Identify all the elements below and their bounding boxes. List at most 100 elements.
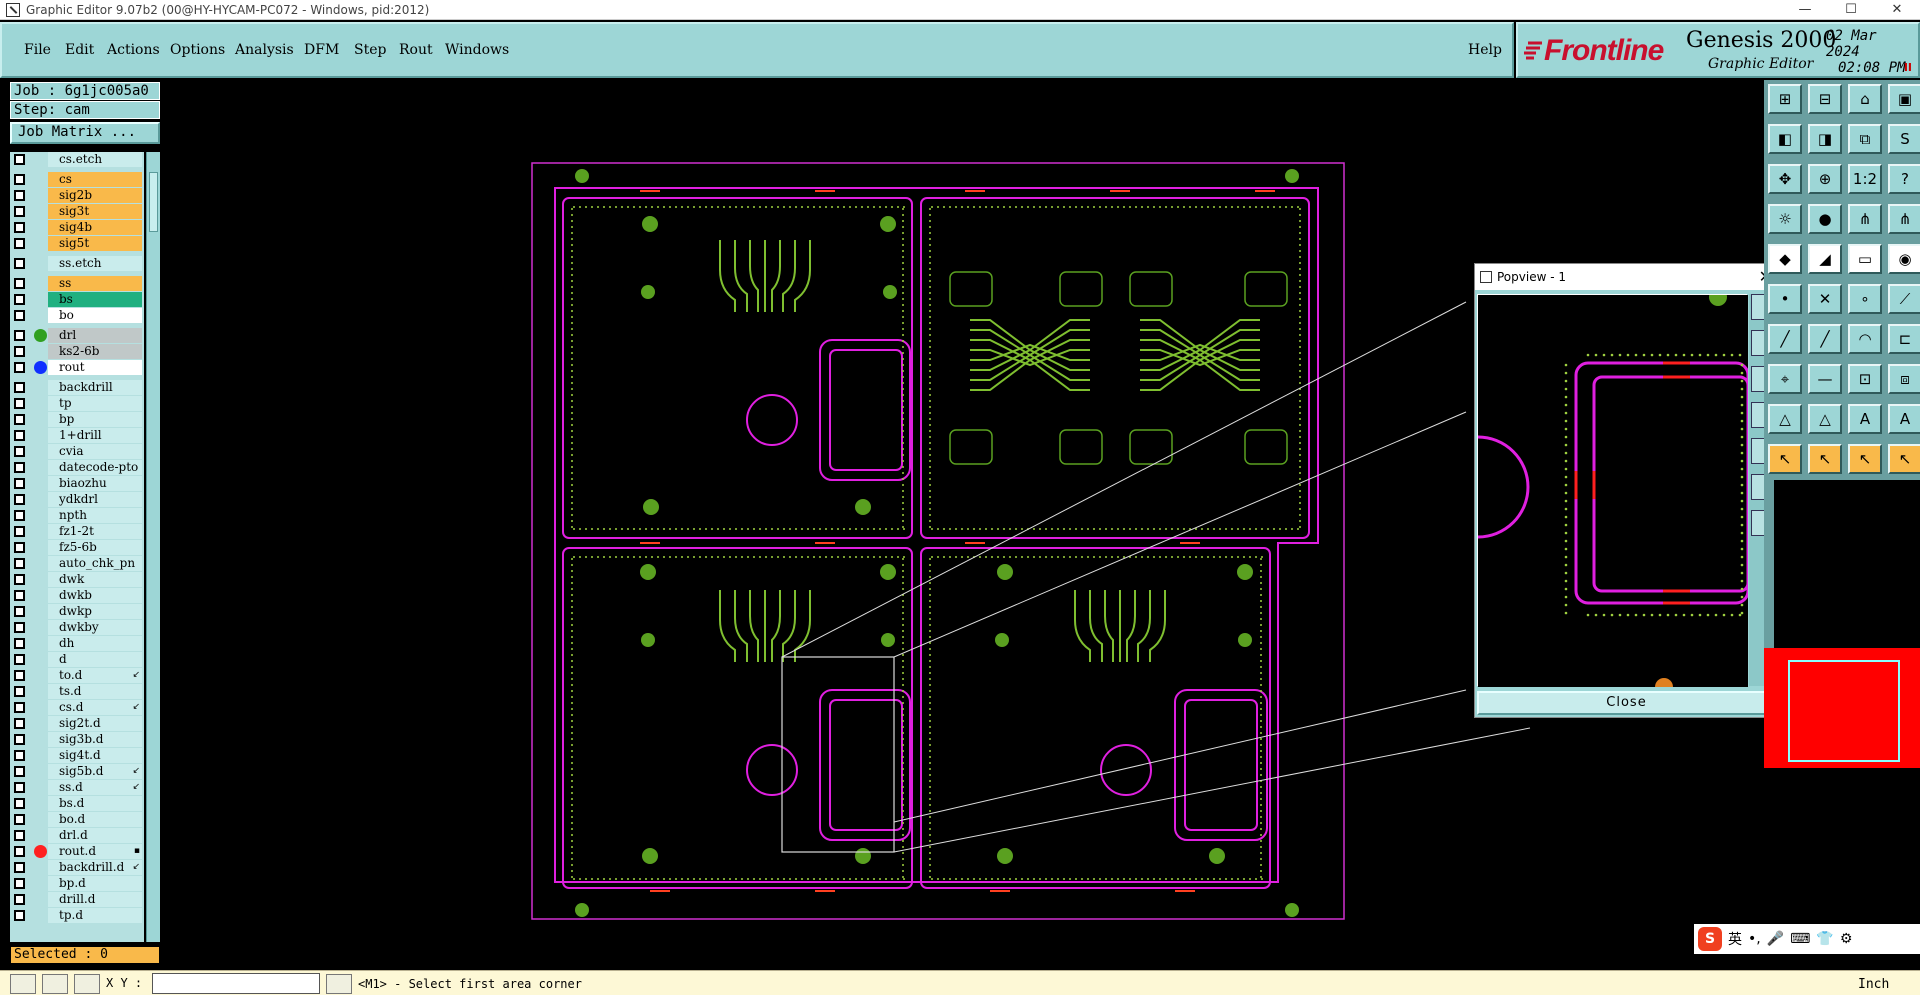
layer-row[interactable]: dh [10,636,144,652]
align-icon[interactable]: ⊡ [1848,364,1882,394]
layer-row[interactable]: drl [10,328,144,344]
arc-icon[interactable]: ◠ [1848,324,1882,354]
connect-icon[interactable]: ⟋ [1888,284,1920,314]
cursor4-icon[interactable]: ↖ [1888,444,1920,474]
layer-name[interactable]: ss.d [48,780,142,795]
layer-row[interactable]: rout.d▪ [10,844,144,860]
layer-name[interactable]: bp [48,412,142,427]
layer-name[interactable]: tp [48,396,142,411]
layer-name[interactable]: sig2t.d [48,716,142,731]
layer-name[interactable]: sig4t.d [48,748,142,763]
layer-name[interactable]: rout [48,360,142,375]
layer-name[interactable]: ss.etch [48,256,142,271]
units-selector[interactable]: Inch [1858,977,1890,992]
menu-actions[interactable]: Actions [107,42,160,58]
layer-checkbox[interactable] [14,894,25,905]
menu-file[interactable]: File [24,42,51,58]
menu-rout[interactable]: Rout [399,42,433,58]
minimize-icon[interactable]: — [1798,2,1812,17]
layer-row[interactable]: to.d↙ [10,668,144,684]
layer-checkbox[interactable] [14,878,25,889]
point-icon[interactable]: ◉ [1888,244,1920,274]
layer-checkbox[interactable] [14,782,25,793]
layer-row[interactable]: datecode-pto [10,460,144,476]
layer-row[interactable]: cvia [10,444,144,460]
home-icon[interactable]: ⌂ [1848,84,1882,114]
layer-row[interactable]: bs [10,292,144,308]
layer-checkbox[interactable] [14,606,25,617]
overview-pane[interactable] [1764,480,1920,950]
ime-lang[interactable]: 英 [1728,932,1742,948]
layer-row[interactable]: bs.d [10,796,144,812]
layer-row[interactable]: 1+drill [10,428,144,444]
scroll-thumb[interactable] [149,172,158,232]
cursor2-icon[interactable]: ↖ [1808,444,1842,474]
layer-name[interactable]: fz5-6b [48,540,142,555]
layer-checkbox[interactable] [14,654,25,665]
layer-checkbox[interactable] [14,222,25,233]
menu-analysis[interactable]: Analysis [235,42,294,58]
layer-checkbox[interactable] [14,238,25,249]
layer-row[interactable]: sig5b.d↙ [10,764,144,780]
layer-checkbox[interactable] [14,750,25,761]
layer-name[interactable]: dwk [48,572,142,587]
layer-name[interactable]: backdrill.d [48,860,142,875]
layer-row[interactable]: bp [10,412,144,428]
layer-checkbox[interactable] [14,622,25,633]
dash-icon[interactable]: — [1808,364,1842,394]
layer-checkbox[interactable] [14,510,25,521]
layer-checkbox[interactable] [14,798,25,809]
layer-name[interactable]: bs [48,292,142,307]
layer-checkbox[interactable] [14,346,25,357]
layer-checkbox[interactable] [14,686,25,697]
xy-input[interactable] [152,973,320,994]
layer-row[interactable]: fz1-2t [10,524,144,540]
triangle2-icon[interactable]: △ [1808,404,1842,434]
line-icon[interactable]: ╱ [1768,324,1802,354]
layer-row[interactable]: bp.d [10,876,144,892]
layer-row[interactable]: ss [10,276,144,292]
layer-row[interactable]: ydkdrl [10,492,144,508]
layer-checkbox[interactable] [14,542,25,553]
layer-name[interactable]: auto_chk_pn [48,556,142,571]
layer-checkbox[interactable] [14,430,25,441]
layer-checkbox[interactable] [14,154,25,165]
cursor-icon[interactable]: ↖ [1768,444,1802,474]
layer-checkbox[interactable] [14,526,25,537]
slope-icon[interactable]: ◢ [1808,244,1842,274]
layer-checkbox[interactable] [14,718,25,729]
layer-row[interactable]: backdrill [10,380,144,396]
layer-row[interactable]: bo.d [10,812,144,828]
layer-checkbox[interactable] [14,766,25,777]
window-icon[interactable]: ▣ [1888,84,1920,114]
layer-row[interactable]: npth [10,508,144,524]
layer-scrollbar[interactable] [146,152,160,942]
layer-name[interactable]: dwkb [48,588,142,603]
layer-name[interactable]: cvia [48,444,142,459]
layer-name[interactable]: cs.d [48,700,142,715]
layer-checkbox[interactable] [14,310,25,321]
menu-options[interactable]: Options [170,42,226,58]
layer-name[interactable]: 1+drill [48,428,142,443]
zoom-out-icon[interactable]: ⊟ [1808,84,1842,114]
pan-left-icon[interactable]: ◧ [1768,124,1802,154]
close-icon[interactable]: ✕ [1891,2,1903,17]
net2-icon[interactable]: ⋔ [1888,204,1920,234]
layer-checkbox[interactable] [14,638,25,649]
layer-checkbox[interactable] [14,330,25,341]
alert-icon[interactable] [326,974,352,994]
grid-tool-icon[interactable] [74,974,100,994]
layer-checkbox[interactable] [14,258,25,269]
layer-row[interactable]: sig5t [10,236,144,252]
layer-name[interactable]: bs.d [48,796,142,811]
layer-row[interactable]: drl.d [10,828,144,844]
layer-checkbox[interactable] [14,294,25,305]
layer-checkbox[interactable] [14,362,25,373]
layer-row[interactable]: sig3b.d [10,732,144,748]
bracket-icon[interactable]: ⊏ [1888,324,1920,354]
layer-name[interactable]: ts.d [48,684,142,699]
tools-icon[interactable]: ⚙ [1839,931,1853,947]
layer-row[interactable]: biaozhu [10,476,144,492]
layer-name[interactable]: drl [48,328,142,343]
layer-checkbox[interactable] [14,830,25,841]
